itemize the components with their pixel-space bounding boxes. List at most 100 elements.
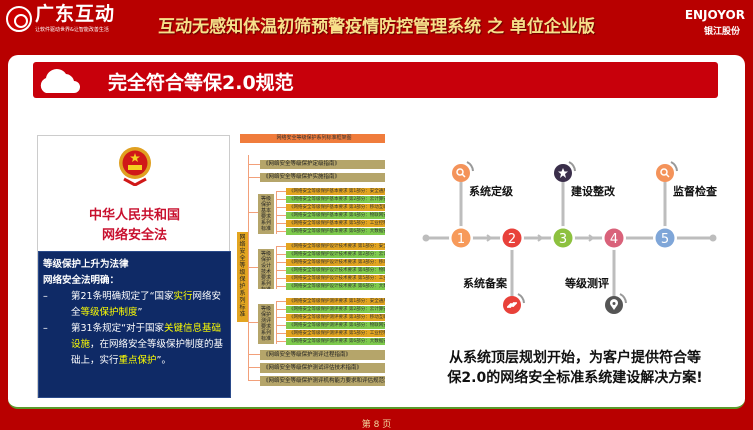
summary-line: 从系统顶层规划开始，为客户提供符合等	[449, 350, 701, 366]
connector-line	[276, 309, 286, 310]
step-label: 监督检查	[673, 184, 717, 198]
refresh-arc-icon	[568, 161, 576, 172]
step-circle	[655, 228, 675, 248]
section-title: 完全符合等保2.0规范	[108, 72, 294, 94]
step-label: 系统备案	[463, 276, 508, 290]
connector-line	[276, 341, 286, 342]
star-icon	[558, 168, 568, 178]
connector-line	[276, 246, 277, 289]
arrow-icon	[481, 234, 493, 242]
brand-logo-en: ENJOYOR	[684, 8, 745, 22]
connector-line	[248, 164, 260, 165]
search-icon	[665, 173, 670, 178]
arrow-icon	[532, 234, 544, 242]
page-title: 互动无感知体温初筛预警疫情防控管理系统 之 单位企业版	[158, 17, 595, 37]
brand-logo-cn: 银江股份	[703, 27, 740, 37]
connector-line	[276, 246, 286, 247]
national-emblem-icon	[119, 147, 151, 186]
timeline-end-dot	[709, 234, 717, 242]
connector-line	[248, 177, 260, 178]
standard-doc: 《网络安全等级保护测评机构能力要求和评估规范》	[260, 376, 385, 386]
refresh-arc-icon	[670, 161, 678, 172]
group-label: 等级保护测评要求系列标准	[258, 304, 274, 344]
connector-line	[276, 199, 286, 200]
step-label: 系统定级	[469, 184, 514, 198]
connector-line	[276, 301, 286, 302]
standard-doc: 《网络安全等级保护测评过程指南》	[260, 350, 385, 360]
highlight: 实行	[173, 291, 193, 302]
group-label: 等级保护设计技术要求系列标准	[258, 249, 274, 289]
connector-line	[276, 270, 286, 271]
standard-row: 《网络安全等级保护基本要求 第5部分：工业控制系统安全扩展要求》	[286, 220, 385, 227]
standard-doc: 《网络安全等级保护定级指南》	[260, 160, 385, 169]
standard-row: 《网络安全等级保护测评要求 第5部分：工业控制系统安全扩展要求》	[286, 330, 385, 337]
text: 网络安全	[71, 291, 222, 318]
text: ，在网络安全等级保护制度的基础上，实行	[71, 339, 224, 366]
connector-line	[248, 155, 249, 381]
standard-row: 《网络安全等级保护基本要求 第4部分：物联网安全扩展要求》	[286, 212, 385, 219]
connector-line	[276, 278, 286, 279]
standard-row: 《网络安全等级保护设计技术要求 第5部分：工业控制系统安全扩展要求》	[286, 275, 385, 282]
logo-text: 广东互动	[35, 3, 116, 25]
standard-doc: 《网络安全等级保护实施指南》	[260, 173, 385, 182]
search-icon	[660, 168, 668, 176]
step-number: 5	[661, 232, 669, 247]
link-icon	[507, 302, 517, 308]
step-number: 3	[559, 232, 567, 247]
connector-line	[276, 317, 286, 318]
standard-row: 《网络安全等级保护测评要求 第4部分：物联网安全扩展要求》	[286, 322, 385, 329]
bullet-text: 第31条规定“对于国家关键信息基础设施，在网络安全等级保护制度的基础上，实行重点…	[71, 321, 226, 369]
step-circle	[502, 228, 522, 248]
connector-line	[276, 191, 286, 192]
highlight: 重点保护	[118, 355, 157, 366]
step-icon-bg	[656, 164, 674, 182]
law-heading: 等级保护上升为法律	[43, 259, 129, 270]
standard-doc: 《网络安全等级保护测试评估技术指南》	[260, 363, 385, 373]
timeline-end-dot	[422, 234, 430, 242]
text: ”	[137, 307, 143, 318]
logo-emblem	[6, 6, 32, 32]
standard-row: 《网络安全等级保护基本要求 第3部分：移动互联安全扩展要求》	[286, 204, 385, 211]
connector-line	[248, 354, 260, 355]
connector-line	[276, 333, 286, 334]
standard-row: 《网络安全等级保护测评要求 第2部分：云计算安全扩展要求》	[286, 306, 385, 313]
step-number: 2	[508, 232, 516, 247]
search-icon	[461, 173, 466, 178]
step-icon-bg	[452, 164, 470, 182]
connector-line	[248, 267, 258, 268]
highlight: 关键信息基础设施	[71, 323, 222, 350]
page-number: 第 8 页	[361, 420, 392, 430]
law-bullet: –第31条规定“对于国家关键信息基础设施，在网络安全等级保护制度的基础上，实行重…	[43, 321, 226, 369]
standard-row: 《网络安全等级保护设计技术要求 第4部分：物联网安全扩展要求》	[286, 267, 385, 274]
standard-row: 《网络安全等级保护测评要求 第3部分：移动互联安全扩展要求》	[286, 314, 385, 321]
connector-line	[276, 207, 286, 208]
connector-line	[276, 191, 277, 234]
standard-row: 《网络安全等级保护设计技术要求 第6部分：大数据安全扩展要求》	[286, 283, 385, 290]
standard-row: 《网络安全等级保护测评要求 第6部分：大数据安全扩展要求》	[286, 338, 385, 345]
connector-line	[276, 325, 286, 326]
cybersecurity-law-panel: 中华人民共和国 网络安全法 等级保护上升为法律 网络安全法明确： –第21条明确…	[37, 135, 231, 398]
step-label: 等级测评	[564, 276, 609, 290]
location-icon	[612, 302, 616, 305]
connector-line	[276, 223, 286, 224]
step-label: 建设整改	[571, 184, 616, 198]
connector-line	[248, 322, 258, 323]
bullet-dash: –	[43, 291, 48, 302]
law-bullet: – 第21条明确规定了“国家实行网络安全等级保护制度”	[43, 289, 226, 321]
standard-row: 《网络安全等级保护设计技术要求 第3部分：移动互联安全扩展要求》	[286, 259, 385, 266]
standard-row: 《网络安全等级保护测评要求 第1部分：安全通用要求》	[286, 298, 385, 305]
connector-line	[276, 231, 286, 232]
text: 第21条明确规定了“国家	[71, 291, 174, 302]
arrow-icon	[583, 234, 595, 242]
connector-line	[276, 262, 286, 263]
connector-line	[276, 254, 286, 255]
standard-row: 《网络安全等级保护基本要求 第1部分：安全通用要求》	[286, 188, 385, 195]
law-title-line2: 网络安全法	[101, 228, 167, 243]
standard-row: 《网络安全等级保护基本要求 第2部分：云计算安全扩展要求》	[286, 196, 385, 203]
refresh-arc-icon	[466, 161, 474, 172]
summary-line: 保2.0的网络安全标准系统建设解决方案!	[447, 370, 703, 386]
law-subheading: 网络安全法明确：	[43, 275, 120, 286]
root-label: 网络安全等级保护系列标准	[237, 232, 248, 322]
bullet-text: 第21条明确规定了“国家实行网络安全等级保护制度”	[71, 289, 226, 321]
